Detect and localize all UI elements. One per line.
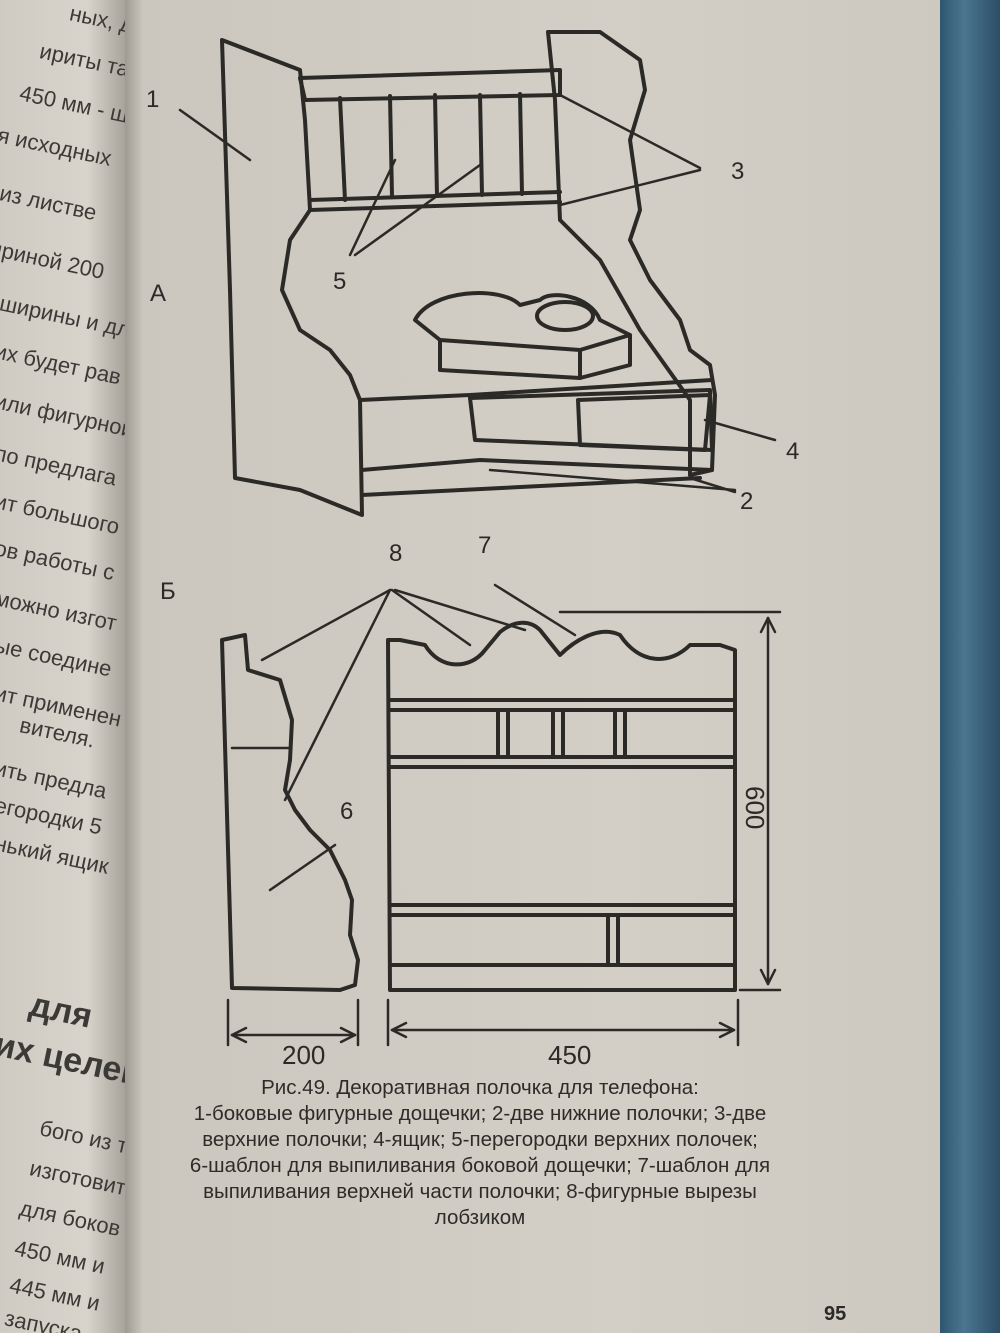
caption-line-2: 1-боковые фигурные дощечки; 2-две нижние…: [193, 1102, 767, 1125]
figure-b-front-view: [386, 610, 782, 1047]
label-1: 1: [146, 86, 160, 113]
dimension-200: 200: [282, 1040, 326, 1070]
label-6: 6: [340, 798, 354, 825]
figure-caption: Рис.49. Декоративная полочка для телефон…: [140, 1075, 820, 1231]
label-2: 2: [740, 488, 754, 515]
caption-line-1: Рис.49. Декоративная полочка для телефон…: [261, 1076, 699, 1099]
figure-b-leaders: [260, 583, 577, 892]
label-4: 4: [786, 438, 800, 465]
caption-line-5: выпиливания верхней части полочки; 8-фиг…: [203, 1180, 757, 1203]
figure-a-leaders: [178, 93, 777, 494]
view-a-label: А: [150, 280, 167, 307]
dimension-450: 450: [548, 1040, 592, 1070]
label-8: 8: [389, 540, 403, 567]
label-7: 7: [478, 532, 492, 559]
figure-a-shelf: [220, 30, 717, 517]
page-number: 95: [824, 1303, 847, 1325]
caption-line-6: лобзиком: [434, 1206, 526, 1229]
caption-line-4: 6-шаблон для выпиливания боковой дощечки…: [189, 1154, 771, 1177]
book-page: [125, 0, 940, 1333]
view-b-label: Б: [160, 578, 176, 605]
label-5: 5: [333, 268, 347, 295]
book-cover-edge: [940, 0, 1000, 1333]
figure-b-side-template: [220, 633, 360, 1047]
label-3: 3: [731, 158, 745, 185]
caption-line-3: верхние полочки; 4-ящик; 5-перегородки в…: [202, 1128, 758, 1151]
left-page: ных, других ириты такой 450 мм - ши я ис…: [0, 0, 125, 1333]
dimension-600: 600: [740, 786, 770, 830]
